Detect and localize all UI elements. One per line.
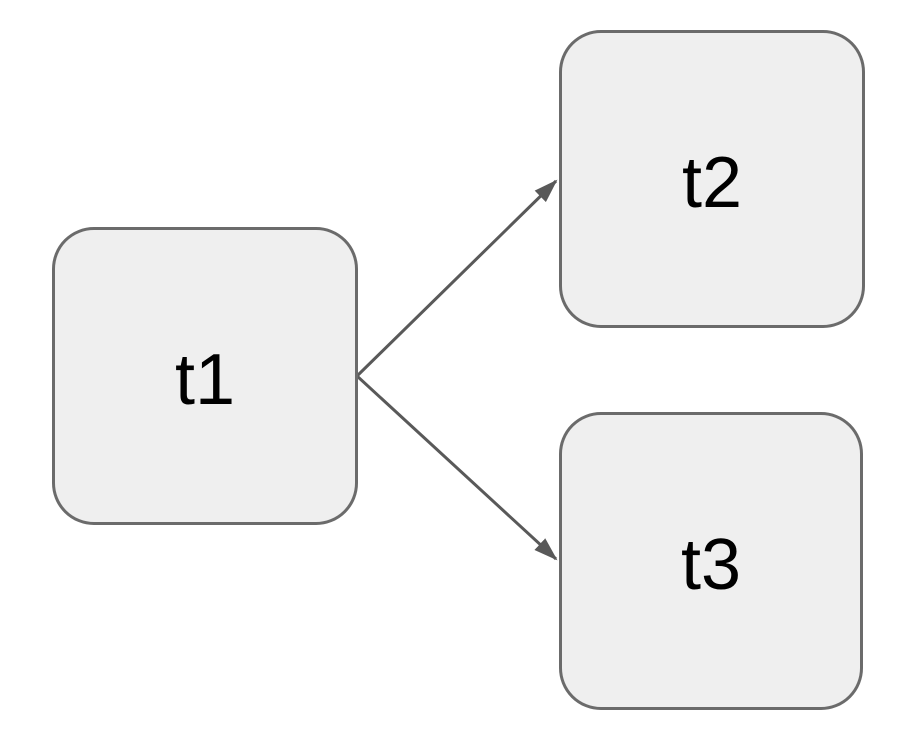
node-t3-label: t3 xyxy=(680,525,742,605)
node-t1-label: t1 xyxy=(174,340,236,420)
node-t2-label: t2 xyxy=(681,143,743,223)
node-t1: t1 xyxy=(52,227,358,525)
node-t3: t3 xyxy=(559,412,863,710)
edge-t1-t2 xyxy=(355,179,558,378)
edge-t1-t3 xyxy=(355,374,558,561)
node-t2: t2 xyxy=(559,30,865,328)
